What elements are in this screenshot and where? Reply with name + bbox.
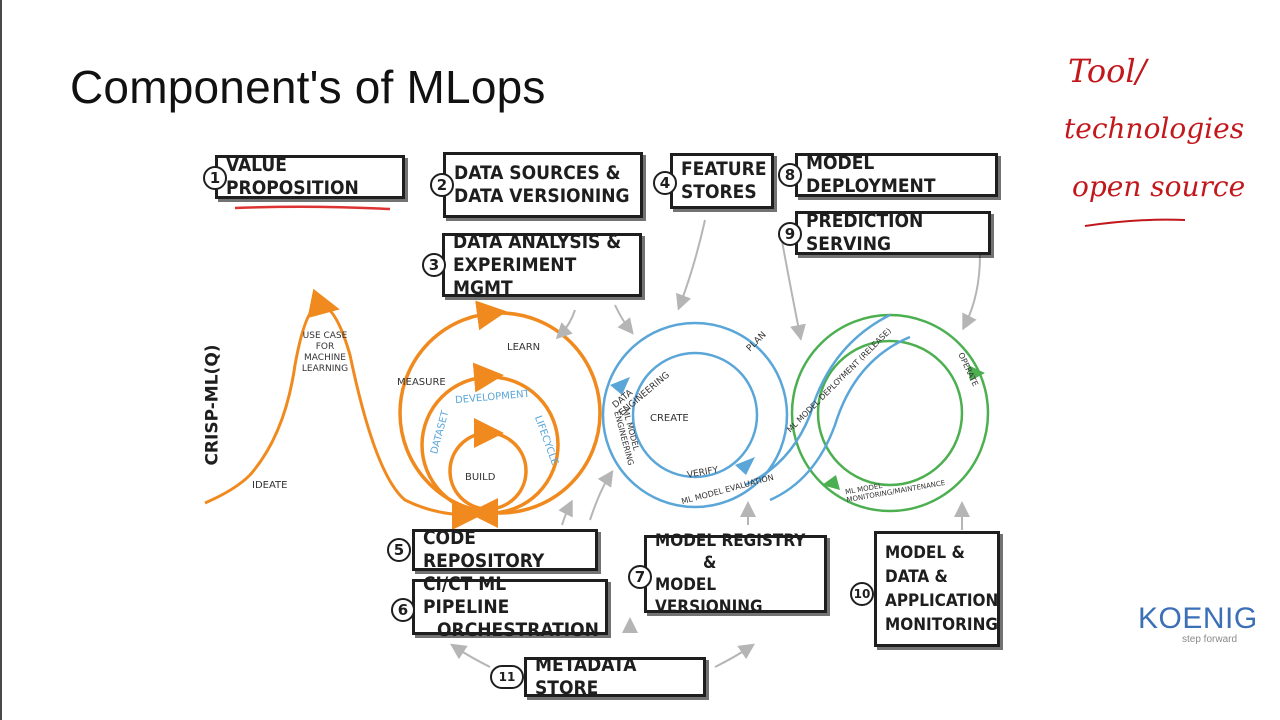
dev-loop-outer (601, 321, 789, 509)
component-2-line2: DATA VERSIONING (454, 185, 630, 207)
component-5-number: 5 (387, 538, 411, 562)
ops-loop-inner (816, 339, 964, 487)
component-8-label: MODEL DEPLOYMENT (806, 152, 936, 197)
component-3-line1: DATA ANALYSIS & (453, 230, 622, 253)
component-6-line2: ORCHESTRATION (437, 618, 599, 641)
component-7-line2: & (703, 553, 717, 573)
component-value-proposition: VALUE PROPOSITION (215, 154, 405, 199)
component-9-label: PREDICTION SERVING (806, 210, 924, 255)
component-ci-ct-pipeline: CI/CT ML PIPELINE ORCHESTRATION (412, 573, 608, 641)
component-metadata-store: METADATA STORE (524, 654, 706, 699)
component-model-deployment: MODEL DEPLOYMENT (795, 152, 998, 197)
koenig-logo-tagline: step forward (1182, 634, 1238, 645)
crisp-ml-axis-label: CRISP-ML(Q) (202, 344, 223, 466)
component-prediction-serving: PREDICTION SERVING (795, 210, 991, 255)
learn-label: LEARN (507, 342, 541, 353)
dev-loop-inner (631, 351, 759, 479)
component-feature-stores: FEATURE STORES (670, 153, 774, 209)
component-10-line2: DATA & (885, 567, 948, 587)
component-4-line2: STORES (681, 181, 757, 203)
component-2-number: 2 (430, 173, 454, 197)
component-code-repository: CODE REPOSITORY (412, 527, 598, 572)
component-1-number: 1 (203, 166, 227, 190)
component-model-registry: MODEL REGISTRY & MODEL VERSIONING (644, 531, 827, 617)
slide-title: Component's of MLops (70, 61, 546, 113)
component-7-line1: MODEL REGISTRY (655, 531, 806, 551)
koenig-logo-name: KOENIG (1138, 602, 1258, 635)
component-6-number: 6 (391, 598, 415, 622)
component-7-line3: MODEL VERSIONING (655, 575, 763, 617)
component-11-number: 11 (490, 665, 524, 689)
handwritten-note-open-source: open source (1072, 170, 1246, 203)
build-label: BUILD (465, 472, 496, 483)
component-4-line1: FEATURE (681, 158, 767, 180)
component-data-sources: DATA SOURCES & DATA VERSIONING (443, 152, 643, 218)
use-case-label: USE CASE FOR MACHINE LEARNING (301, 331, 349, 374)
component-8-number: 8 (778, 163, 802, 187)
koenig-logo: KOENIG step forward (1138, 602, 1258, 645)
component-10-line4: MONITORING (885, 615, 998, 635)
component-3-line2: EXPERIMENT MGMT (453, 253, 577, 299)
component-9-number: 9 (778, 222, 802, 246)
component-6-line1: CI/CT ML PIPELINE (423, 572, 510, 618)
component-2-line1: DATA SOURCES & (454, 162, 621, 184)
component-10-line1: MODEL & (885, 543, 965, 563)
left-border (0, 0, 2, 720)
component-5-label: CODE REPOSITORY (423, 527, 545, 572)
measure-label: MEASURE (397, 377, 446, 388)
component-10-number: 10 (850, 582, 874, 606)
handwritten-underline (1084, 218, 1186, 227)
build-circle (448, 431, 528, 511)
ideate-label: IDEATE (252, 480, 288, 491)
component-10-line3: APPLICATION (885, 591, 999, 611)
mlops-diagram: VALUE PROPOSITION 1 DATA SOURCES & DATA … (190, 145, 1020, 705)
component-11-label: METADATA STORE (535, 654, 637, 699)
component-3-number: 3 (422, 253, 446, 277)
component-7-number: 7 (628, 565, 652, 589)
component-4-number: 4 (653, 171, 677, 195)
diagram-graphics (204, 205, 990, 668)
handwritten-note-tool: Tool/ (1068, 52, 1147, 90)
component-monitoring: MODEL & DATA & APPLICATION MONITORING (874, 531, 1000, 647)
component-data-analysis: DATA ANALYSIS & EXPERIMENT MGMT (442, 230, 642, 299)
component-1-label: VALUE PROPOSITION (226, 154, 359, 199)
create-label: CREATE (650, 413, 689, 424)
handwritten-note-technologies: technologies (1064, 112, 1245, 145)
